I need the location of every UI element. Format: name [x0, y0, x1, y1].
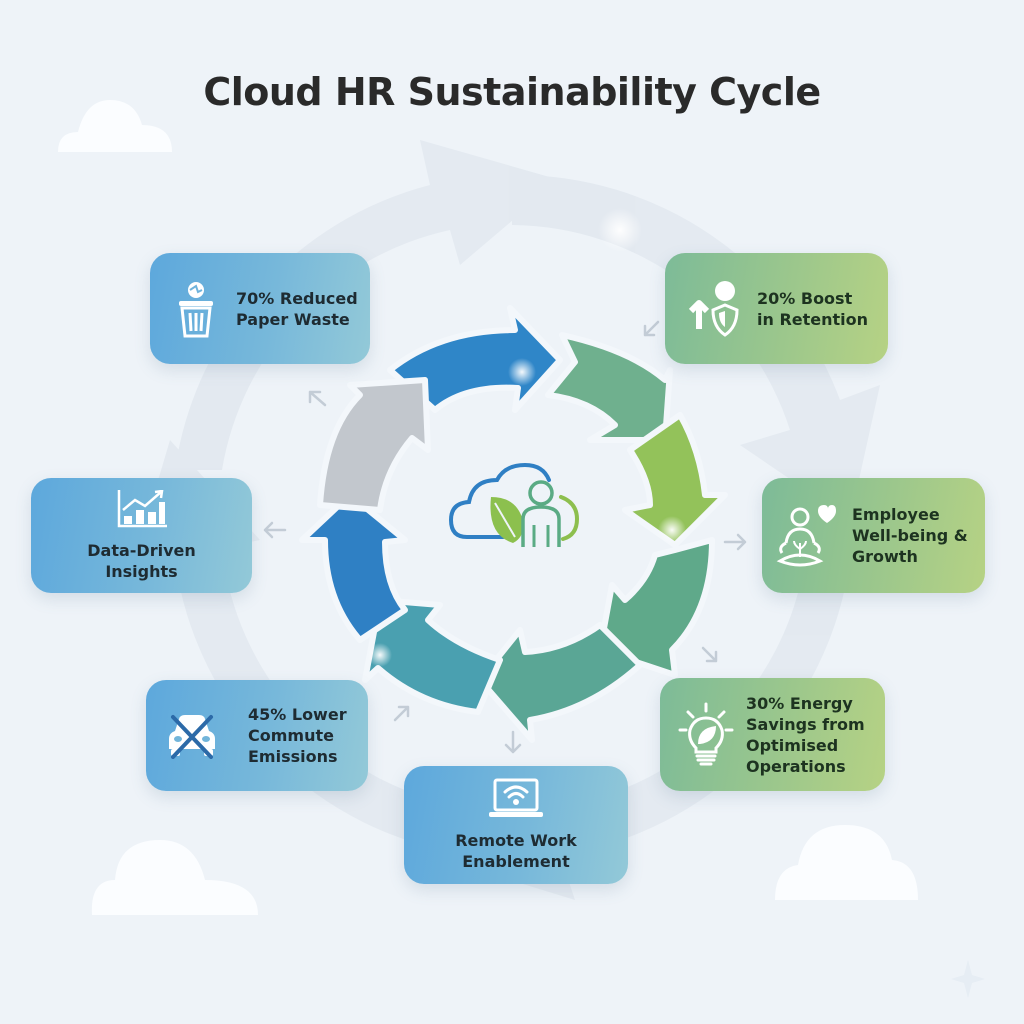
card-insights: Data-Driven Insights	[31, 478, 252, 593]
cycle-arrow-bottom-right	[597, 537, 715, 678]
recycle-bin-icon	[170, 280, 222, 338]
connector-arrows	[263, 320, 747, 754]
connector-arrow-icon	[504, 730, 522, 754]
card-commute: 45% Lower Commute Emissions	[146, 680, 368, 791]
user-shield-arrow-icon	[685, 279, 745, 339]
card-energy: 30% Energy Savings from Optimised Operat…	[660, 678, 885, 791]
card-retention: 20% Boost in Retention	[665, 253, 888, 364]
cycle-arrow-top-right	[545, 332, 673, 443]
bar-chart-trend-icon	[117, 489, 167, 528]
cycle-ring	[299, 305, 728, 743]
card-remote-work: Remote Work Enablement	[404, 766, 628, 884]
cloud-leaf-person-icon	[448, 462, 580, 547]
connector-arrow-icon	[393, 705, 410, 722]
card-label: 20% Boost in Retention	[757, 288, 869, 329]
card-label: Data-Driven Insights	[87, 540, 196, 581]
meditation-heart-icon	[774, 503, 840, 569]
card-label: Remote Work Enablement	[455, 831, 577, 871]
card-wellbeing: Employee Well-being & Growth	[762, 478, 985, 593]
laptop-wifi-icon	[489, 778, 543, 818]
cycle-arrow-bottom	[477, 622, 643, 743]
cycle-arrow-left	[299, 492, 408, 643]
car-crossed-icon	[164, 713, 220, 759]
connector-arrow-icon	[643, 320, 660, 337]
lightbulb-leaf-icon	[678, 702, 734, 768]
card-label: 45% Lower Commute Emissions	[248, 705, 347, 766]
card-label: 70% Reduced Paper Waste	[236, 288, 358, 329]
card-paper-waste: 70% Reduced Paper Waste	[150, 253, 370, 364]
page-title: Cloud HR Sustainability Cycle	[203, 70, 821, 114]
connector-arrow-icon	[723, 533, 747, 551]
card-label: Employee Well-being & Growth	[852, 505, 968, 566]
connector-arrow-icon	[263, 521, 287, 539]
connector-arrow-icon	[701, 646, 718, 663]
card-label: 30% Energy Savings from Optimised Operat…	[746, 693, 865, 776]
connector-arrow-icon	[308, 390, 327, 407]
cloud-decoration-icon	[58, 100, 918, 915]
cycle-arrow-top-left	[317, 377, 431, 513]
sparkle-icon	[951, 960, 985, 998]
cycle-arrow-right	[622, 412, 728, 548]
